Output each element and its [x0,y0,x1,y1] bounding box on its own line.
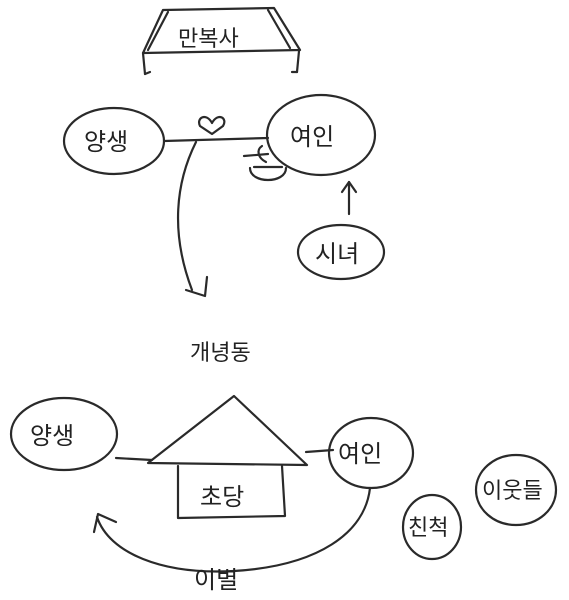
temple-building: 만복사 [141,6,302,76]
offering-bowl-icon [242,144,288,181]
heart-icon [198,115,226,136]
sinyeo-node: 시녀 [296,180,386,281]
location-label: 개녕동 [190,341,251,366]
down-curved-arrow [176,140,209,298]
neighbors-node: 이웃들 [474,453,558,527]
yeoin-label-bottom: 여인 [338,440,382,468]
love-connection-line [162,136,270,143]
yeoin-label-top: 여인 [290,123,334,151]
yeoin-node-bottom: 여인 [327,416,415,490]
sinyeo-label: 시녀 [315,240,359,268]
relatives-node: 친척 [401,493,463,561]
farewell-label: 이별 [194,566,238,594]
yangsaeng-house-line [114,456,154,462]
house-label: 초당 [200,483,244,511]
temple-label: 만복사 [178,27,239,52]
farewell-arrow: 이별 [92,486,372,594]
relatives-label: 친척 [408,516,448,541]
yangsaeng-label-top: 양생 [84,128,128,156]
yangsaeng-node-top: 양생 [62,106,166,176]
yangsaeng-label-bottom: 양생 [30,422,74,450]
house-chodang: 초당 [146,394,309,520]
neighbors-label: 이웃들 [482,479,543,504]
yeoin-node-top: 여인 [265,93,377,177]
yangsaeng-node-bottom: 양생 [9,396,119,472]
